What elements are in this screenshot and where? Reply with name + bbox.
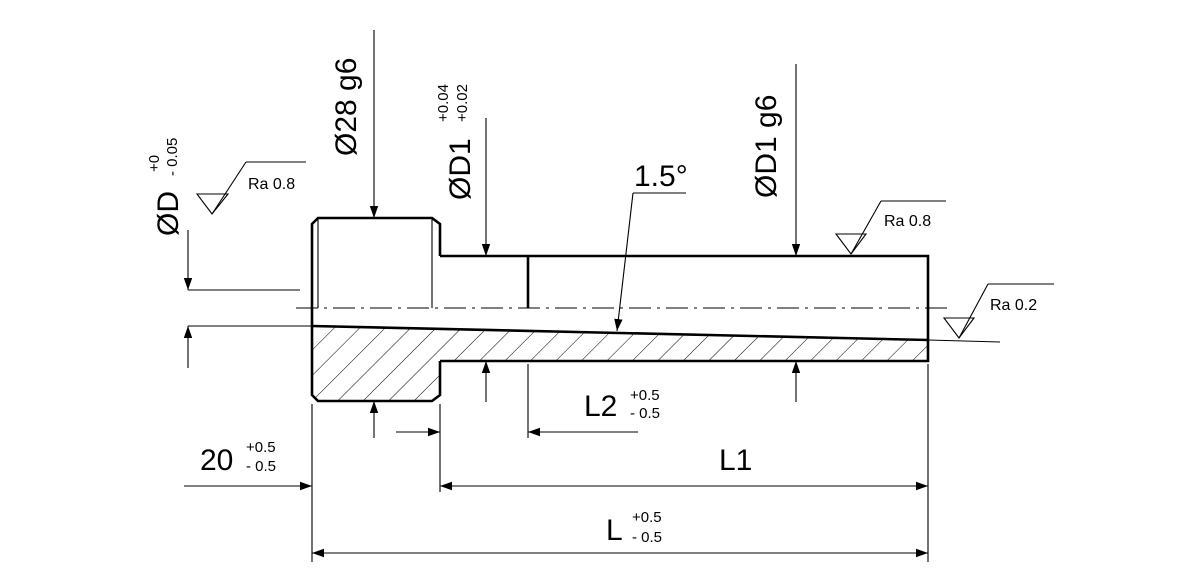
diameter-D1-tol-lower: +0.02 bbox=[454, 84, 471, 122]
diameter-D-tol-upper: +0 bbox=[146, 155, 163, 172]
dimension-L: L +0.5 - 0.5 bbox=[312, 509, 928, 558]
dimension-L2: L2 +0.5 - 0.5 bbox=[396, 364, 660, 438]
L1-label: L1 bbox=[719, 444, 752, 477]
ra-top-right-label: Ra 0.8 bbox=[884, 213, 931, 230]
length-20-tol-lower: - 0.5 bbox=[246, 458, 276, 475]
length-20-label: 20 bbox=[200, 444, 233, 477]
L2-label: L2 bbox=[584, 390, 617, 423]
ra-bore-label: Ra 0.2 bbox=[990, 297, 1037, 314]
L2-tol-lower: - 0.5 bbox=[630, 405, 660, 422]
L2-tol-upper: +0.5 bbox=[630, 387, 660, 404]
dimension-diameter-D1-tol: ØD1 +0.04 +0.02 bbox=[435, 84, 491, 402]
diameter-D1-fit-label: ØD1 g6 bbox=[750, 95, 783, 198]
dimension-L1: L1 bbox=[440, 444, 928, 491]
diameter-D1-tol-label: ØD1 bbox=[444, 138, 477, 200]
dimension-diameter-D1-fit: ØD1 g6 bbox=[750, 64, 801, 402]
diameter-D-label: ØD bbox=[152, 191, 185, 236]
diameter-D-tol-lower: - 0.05 bbox=[164, 138, 181, 176]
dimension-angle: 1.5° bbox=[614, 160, 688, 332]
ra-left-label: Ra 0.8 bbox=[248, 176, 295, 193]
L-tol-upper: +0.5 bbox=[632, 509, 662, 526]
dimension-diameter-28: Ø28 g6 bbox=[330, 30, 379, 438]
surface-finish-left: Ra 0.8 bbox=[195, 161, 306, 215]
part-body bbox=[296, 216, 952, 403]
L-tol-lower: - 0.5 bbox=[632, 529, 662, 546]
taper-bore-line bbox=[311, 324, 929, 342]
diameter-28-label: Ø28 g6 bbox=[330, 58, 363, 156]
diameter-D1-tol-upper: +0.04 bbox=[435, 84, 452, 122]
head-outline bbox=[310, 216, 442, 326]
surface-finish-bore: Ra 0.2 bbox=[927, 283, 1054, 343]
L-label: L bbox=[606, 514, 623, 547]
section-hatch bbox=[312, 326, 928, 401]
angle-label: 1.5° bbox=[634, 160, 688, 193]
length-20-tol-upper: +0.5 bbox=[246, 439, 276, 456]
dimension-diameter-D: ØD +0 - 0.05 bbox=[146, 138, 312, 368]
surface-finish-top-right: Ra 0.8 bbox=[834, 200, 946, 255]
dimension-20: 20 +0.5 - 0.5 bbox=[184, 439, 312, 491]
